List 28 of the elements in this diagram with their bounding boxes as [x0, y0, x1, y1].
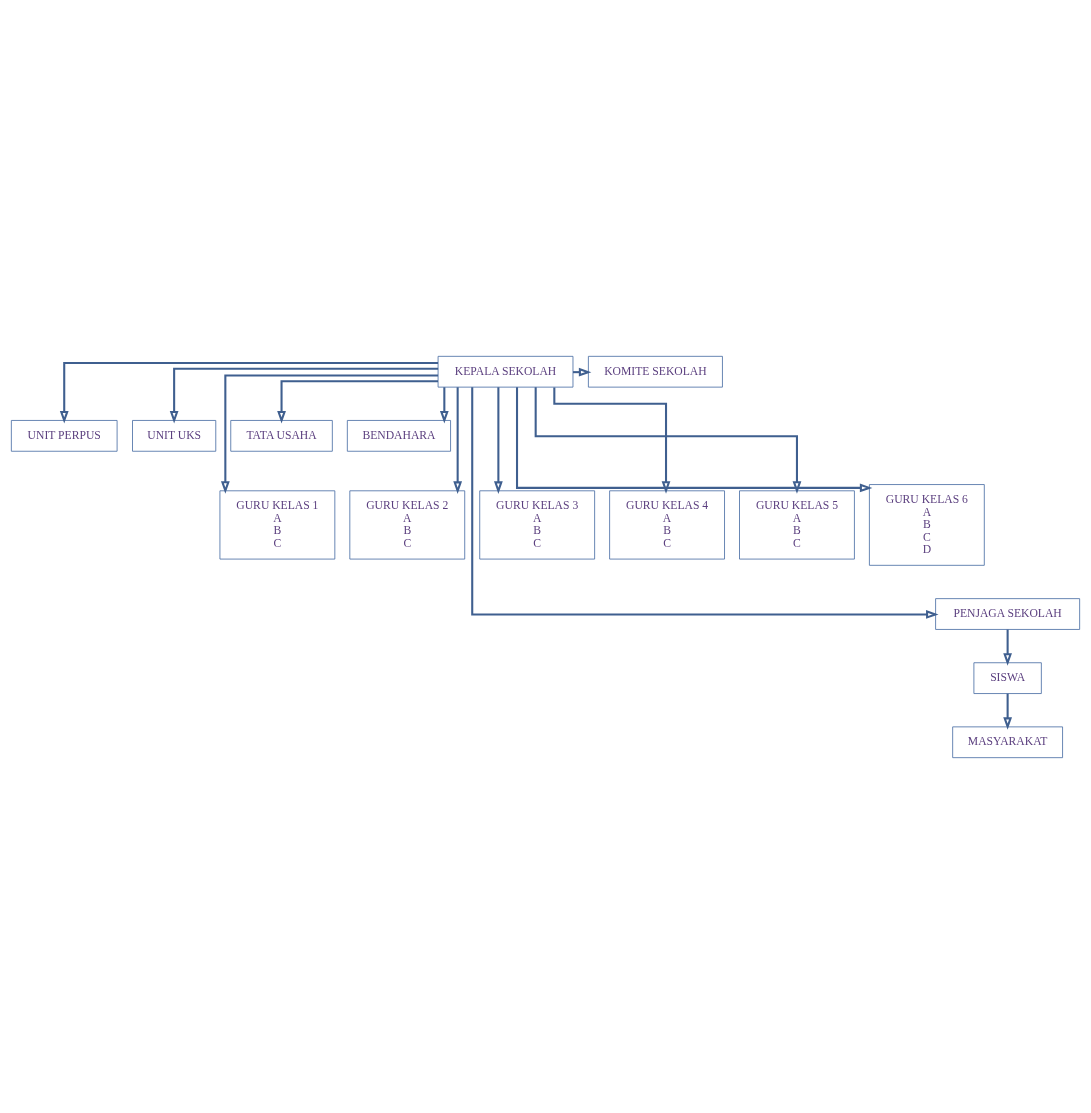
node-box: GURU KELAS 2 A B C — [349, 489, 466, 559]
node-box: SISWA — [973, 661, 1042, 694]
node-box: UNIT PERPUS — [10, 419, 118, 452]
node-box: UNIT UKS — [132, 419, 217, 452]
arrow — [534, 386, 802, 494]
arrow — [1003, 629, 1012, 666]
node-box: GURU KELAS 6 A B C D — [869, 483, 985, 566]
node-box: MASYARAKAT — [952, 725, 1063, 758]
node-box: GURU KELAS 5 A B C — [739, 489, 855, 559]
node-box: KOMITE SEKOLAH — [587, 355, 723, 388]
arrow — [59, 361, 439, 424]
arrow — [453, 386, 463, 494]
arrow — [220, 373, 439, 494]
arrow — [439, 386, 449, 423]
arrow — [516, 386, 873, 492]
arrow — [471, 386, 939, 619]
node-box: PENJAGA SEKOLAH — [935, 597, 1081, 630]
node-box: GURU KELAS 1 A B C — [219, 489, 336, 559]
arrow — [1003, 693, 1012, 730]
node-box: BENDAHARA — [346, 419, 451, 452]
arrow — [553, 386, 671, 494]
arrow — [169, 367, 439, 423]
node-box: GURU KELAS 3 A B C — [479, 489, 596, 559]
arrow — [277, 379, 439, 423]
arrow — [494, 386, 503, 494]
node-box: TATA USAHA — [230, 419, 333, 452]
node-box: GURU KELAS 4 A B C — [609, 489, 725, 559]
node-box: KEPALA SEKOLAH — [437, 355, 574, 388]
